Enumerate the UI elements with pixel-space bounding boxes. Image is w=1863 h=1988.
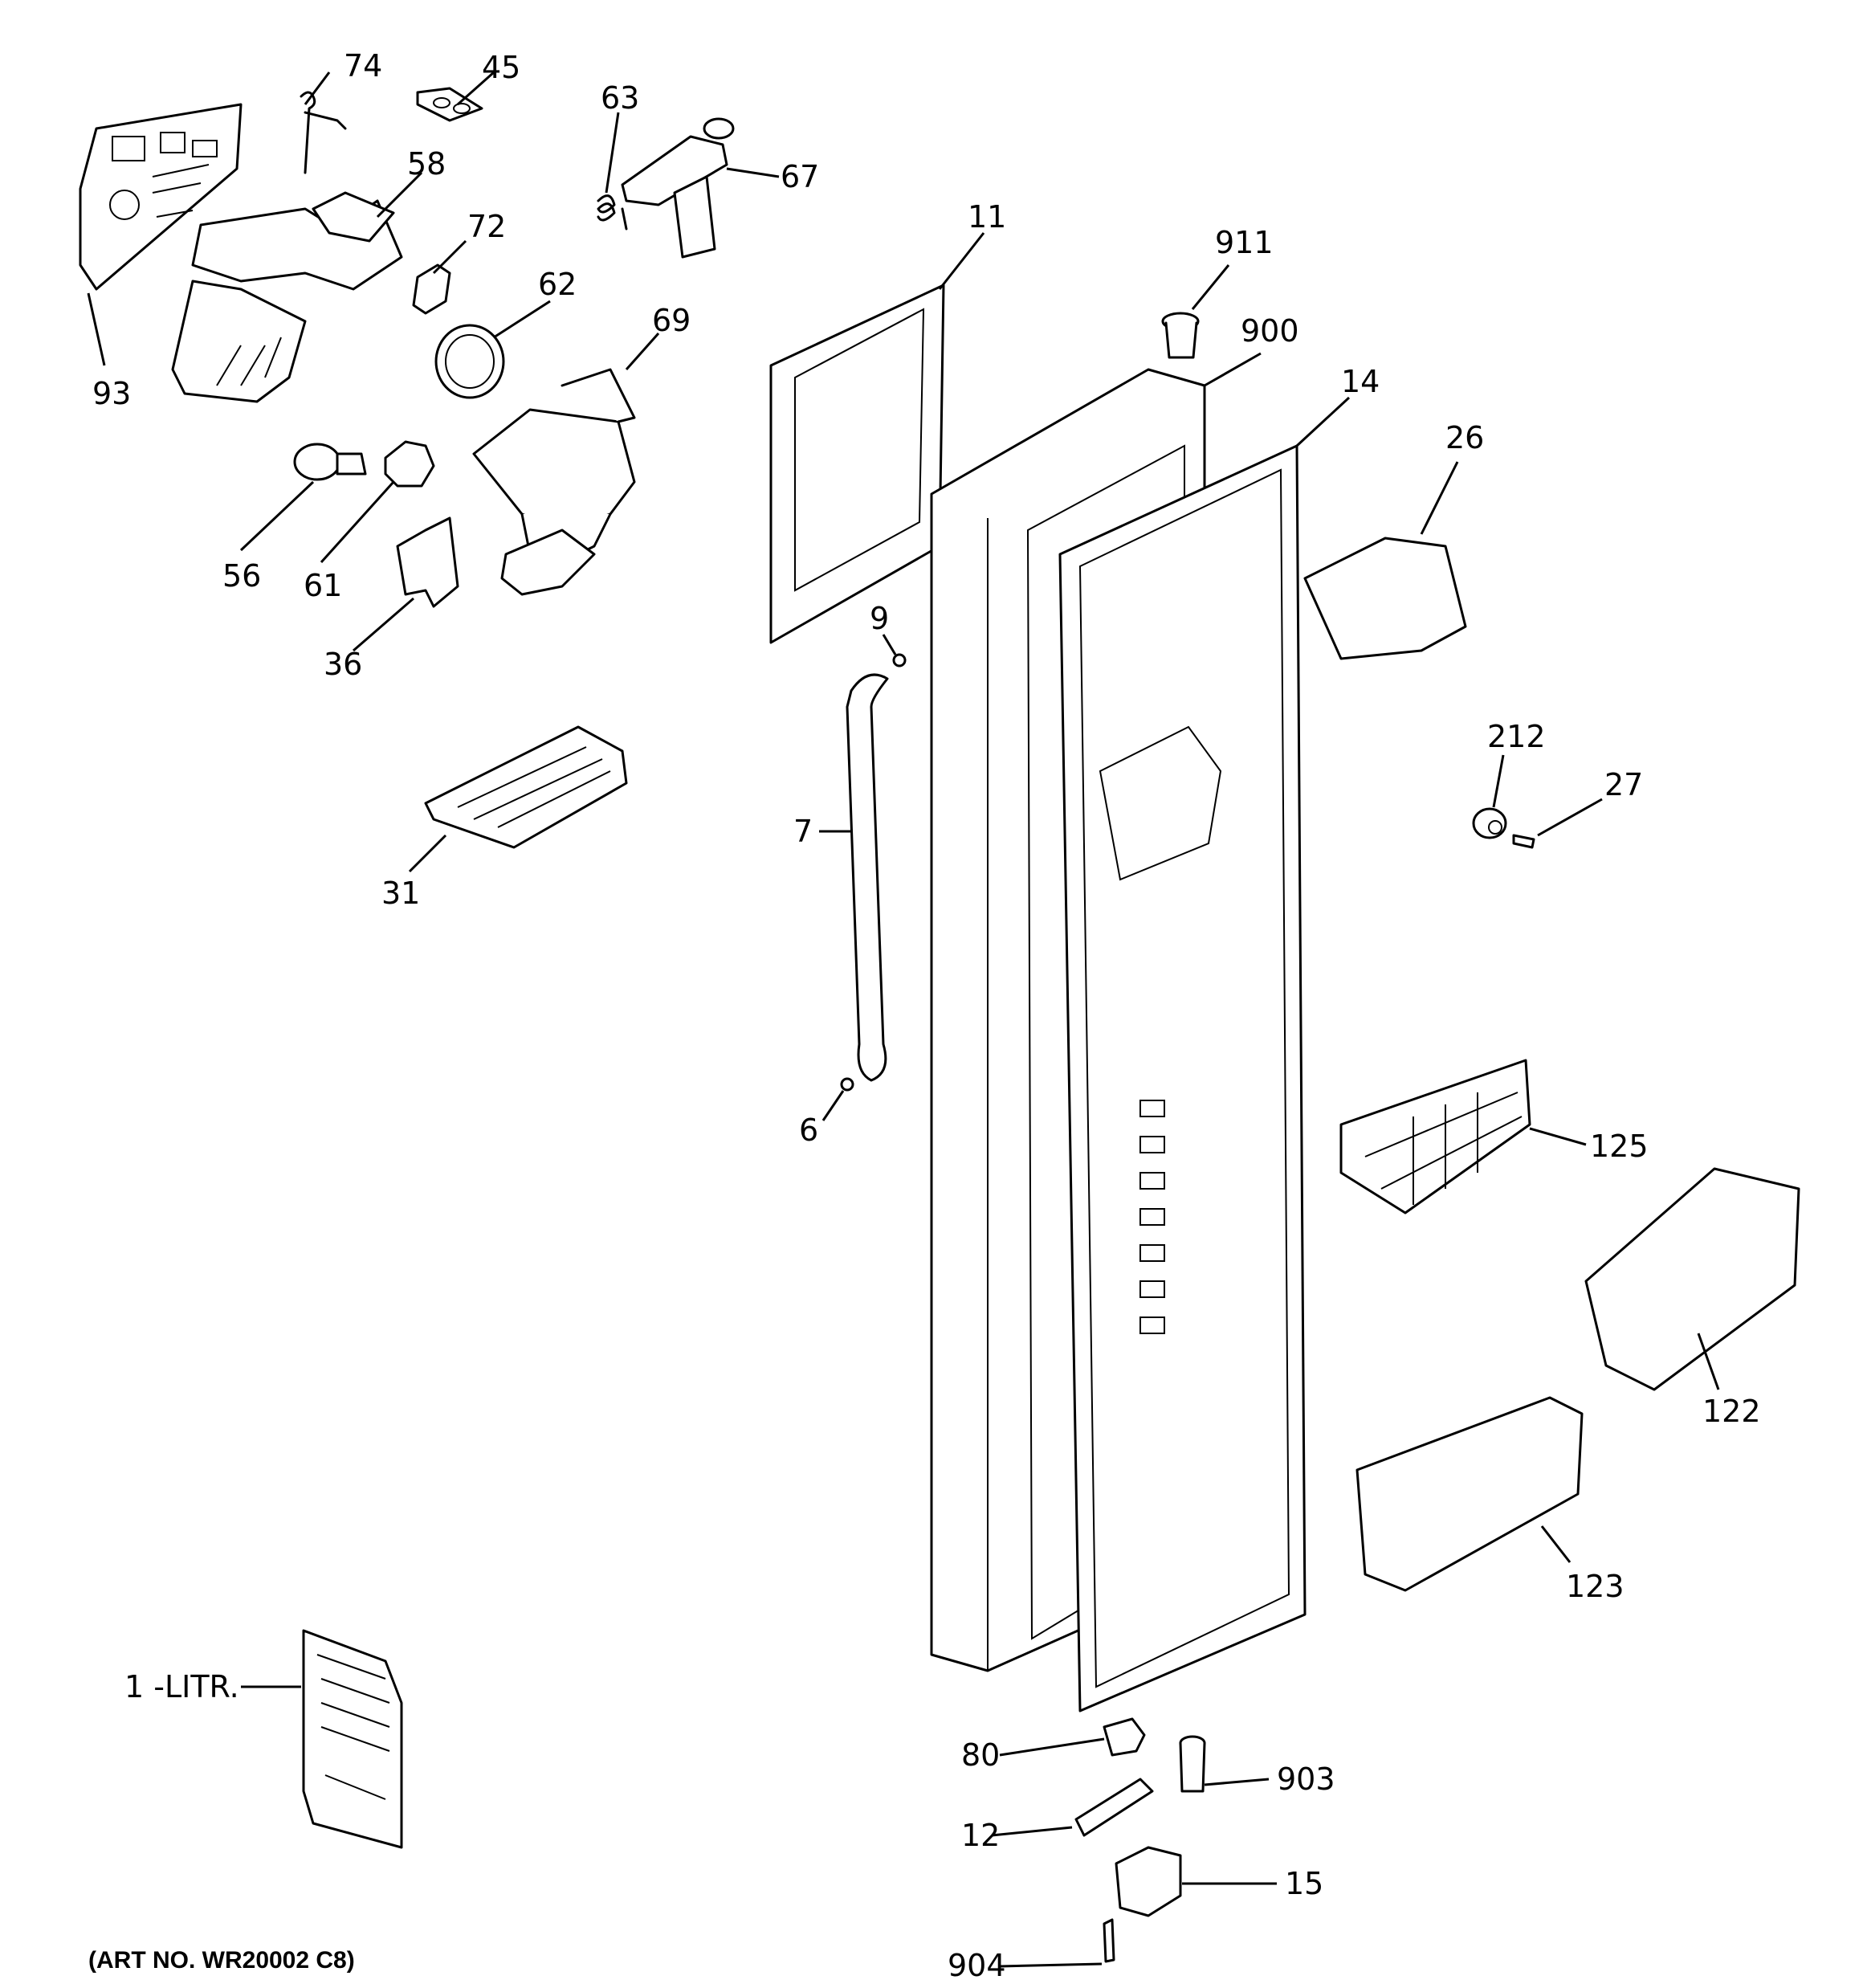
label-74: 74 xyxy=(344,48,382,84)
part-31-drip-tray xyxy=(424,725,628,849)
label-67: 67 xyxy=(781,159,819,194)
label-69: 69 xyxy=(652,303,691,338)
label-6: 6 xyxy=(799,1112,818,1148)
part-14-gasket xyxy=(1058,444,1307,1712)
label-11: 11 xyxy=(968,199,1006,235)
label-15: 15 xyxy=(1285,1866,1323,1901)
part-63-spring xyxy=(597,194,628,231)
part-58-housing xyxy=(171,191,403,403)
part-12-hinge-plate xyxy=(1074,1778,1154,1837)
part-15-hinge xyxy=(1115,1846,1182,1917)
label-14: 14 xyxy=(1341,364,1380,399)
label-56: 56 xyxy=(222,558,261,594)
label-45: 45 xyxy=(482,50,520,85)
part-67-bracket xyxy=(621,117,735,259)
label-12: 12 xyxy=(961,1818,1000,1853)
part-904-screw xyxy=(1103,1918,1115,1963)
part-122-bin xyxy=(1584,1167,1800,1391)
part-56-bulb xyxy=(293,443,367,481)
label-26: 26 xyxy=(1445,420,1484,455)
part-9-screw xyxy=(892,653,907,667)
label-123: 123 xyxy=(1566,1569,1625,1604)
part-27-screw xyxy=(1512,834,1535,849)
part-69-funnel xyxy=(472,368,636,596)
part-36-bracket xyxy=(396,516,459,608)
part-1-literature xyxy=(302,1629,403,1849)
part-61-gear xyxy=(384,440,435,488)
part-72-switch xyxy=(412,263,451,315)
label-911: 911 xyxy=(1215,225,1274,260)
label-7: 7 xyxy=(793,814,813,849)
shelf-supports xyxy=(1139,1100,1165,1334)
label-80: 80 xyxy=(961,1737,1000,1773)
label-61: 61 xyxy=(304,568,342,603)
part-26-bin xyxy=(1303,537,1467,660)
part-911-bushing xyxy=(1161,312,1200,359)
label-1-litr: 1 -LITR. xyxy=(124,1669,239,1704)
label-36: 36 xyxy=(324,647,362,682)
label-9: 9 xyxy=(870,601,889,636)
part-74-spring xyxy=(300,91,347,174)
label-903: 903 xyxy=(1277,1761,1335,1797)
part-125-basket xyxy=(1339,1059,1531,1214)
label-900: 900 xyxy=(1241,313,1299,349)
label-125: 125 xyxy=(1590,1129,1649,1164)
part-7-handle xyxy=(846,673,889,1082)
label-27: 27 xyxy=(1604,767,1643,802)
part-6-screw xyxy=(840,1077,854,1092)
label-904: 904 xyxy=(948,1948,1006,1983)
part-11-frame xyxy=(769,284,945,644)
part-93-control-board xyxy=(79,103,243,291)
part-62-ring xyxy=(434,324,505,399)
art-number: (ART NO. WR20002 C8) xyxy=(88,1947,355,1974)
leader-lines xyxy=(87,71,1720,1968)
label-212: 212 xyxy=(1487,719,1546,754)
label-63: 63 xyxy=(601,80,639,116)
label-93: 93 xyxy=(92,376,131,411)
part-80-plug xyxy=(1103,1717,1146,1757)
label-72: 72 xyxy=(467,209,506,244)
part-903-bushing xyxy=(1179,1735,1206,1793)
label-122: 122 xyxy=(1702,1394,1761,1429)
label-31: 31 xyxy=(381,876,420,911)
dispenser-recess xyxy=(1099,725,1222,881)
part-212-cam xyxy=(1472,807,1507,839)
part-123-bin xyxy=(1355,1396,1584,1592)
label-62: 62 xyxy=(538,267,577,302)
part-45-plate xyxy=(416,87,483,122)
label-58: 58 xyxy=(407,146,446,182)
callout-labels: 74 45 63 67 58 72 62 69 93 56 61 36 31 1… xyxy=(92,48,1761,1983)
